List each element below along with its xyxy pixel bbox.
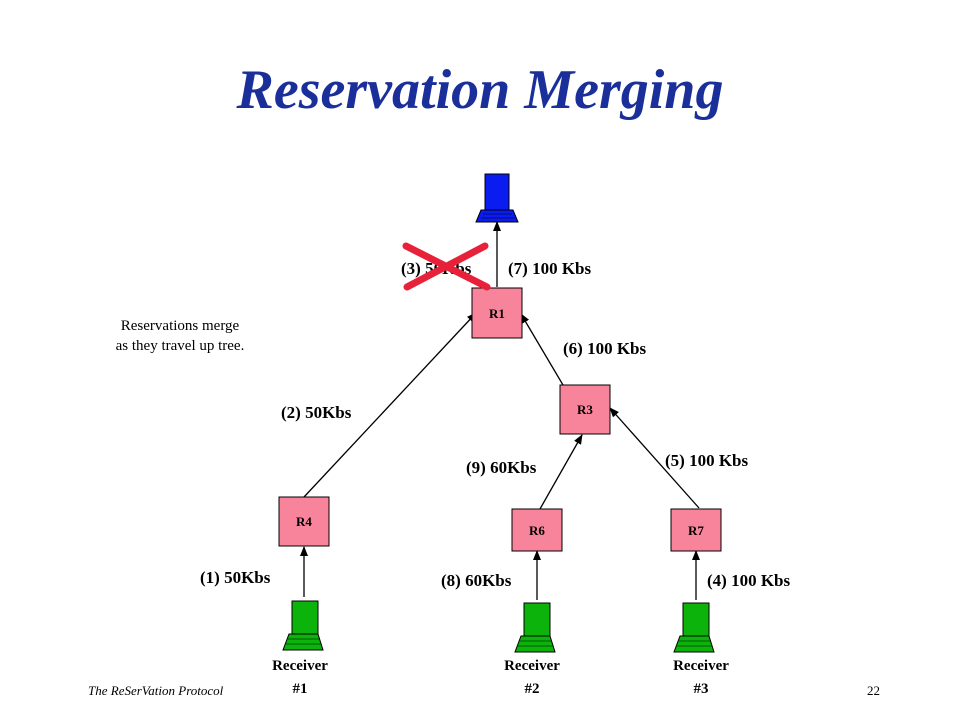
note-line-1: Reservations merge bbox=[121, 318, 240, 334]
receiver-computer-icon bbox=[514, 602, 556, 653]
router-label: R4 bbox=[296, 514, 312, 529]
router-label: R1 bbox=[489, 306, 505, 321]
link-label-6: (6) 100 Kbs bbox=[563, 339, 647, 358]
router-r4: R4 bbox=[278, 496, 330, 547]
footer-title: The ReSerVation Protocol bbox=[88, 683, 224, 698]
link-label-8: (8) 60Kbs bbox=[441, 571, 512, 590]
tree-edges bbox=[300, 221, 700, 600]
edge-r6-r3 bbox=[539, 434, 583, 510]
page-number: 22 bbox=[867, 683, 880, 698]
receiver-computer-icon bbox=[282, 600, 324, 651]
router-label: R7 bbox=[688, 523, 704, 538]
receiver-name: Receiver bbox=[272, 658, 328, 674]
link-label-5: (5) 100 Kbs bbox=[665, 451, 749, 470]
receiver-label-2: Receiver #2 bbox=[504, 658, 560, 697]
router-r7: R7 bbox=[670, 508, 722, 552]
receiver-name: Receiver bbox=[673, 658, 729, 674]
link-label-2: (2) 50Kbs bbox=[281, 403, 352, 422]
edge-r3-r1 bbox=[520, 313, 564, 386]
link-labels: (3) 50Kbs (7) 100 Kbs (6) 100 Kbs (2) 50… bbox=[200, 259, 791, 590]
receiver-name: Receiver bbox=[504, 658, 560, 674]
router-label: R6 bbox=[529, 523, 545, 538]
receiver-computer-icon bbox=[673, 602, 715, 653]
edge-r4-r1 bbox=[303, 312, 477, 498]
merge-note: Reservations merge as they travel up tre… bbox=[116, 318, 245, 354]
link-label-7: (7) 100 Kbs bbox=[508, 259, 592, 278]
receiver-number: #3 bbox=[694, 681, 709, 697]
link-label-9: (9) 60Kbs bbox=[466, 458, 537, 477]
router-r3: R3 bbox=[559, 384, 611, 435]
sender-computer-icon bbox=[475, 173, 519, 223]
router-r6: R6 bbox=[511, 508, 563, 552]
link-label-1: (1) 50Kbs bbox=[200, 568, 271, 587]
edge-r7-r3 bbox=[609, 407, 700, 509]
router-label: R3 bbox=[577, 402, 593, 417]
page-title: Reservation Merging bbox=[236, 59, 724, 121]
link-label-4: (4) 100 Kbs bbox=[707, 571, 791, 590]
note-line-2: as they travel up tree. bbox=[116, 338, 245, 354]
receiver-number: #1 bbox=[293, 681, 308, 697]
cross-mark-icon bbox=[402, 242, 491, 291]
receiver-label-3: Receiver #3 bbox=[673, 658, 729, 697]
receiver-number: #2 bbox=[525, 681, 540, 697]
receiver-label-1: Receiver #1 bbox=[272, 658, 328, 697]
router-r1: R1 bbox=[471, 287, 523, 339]
